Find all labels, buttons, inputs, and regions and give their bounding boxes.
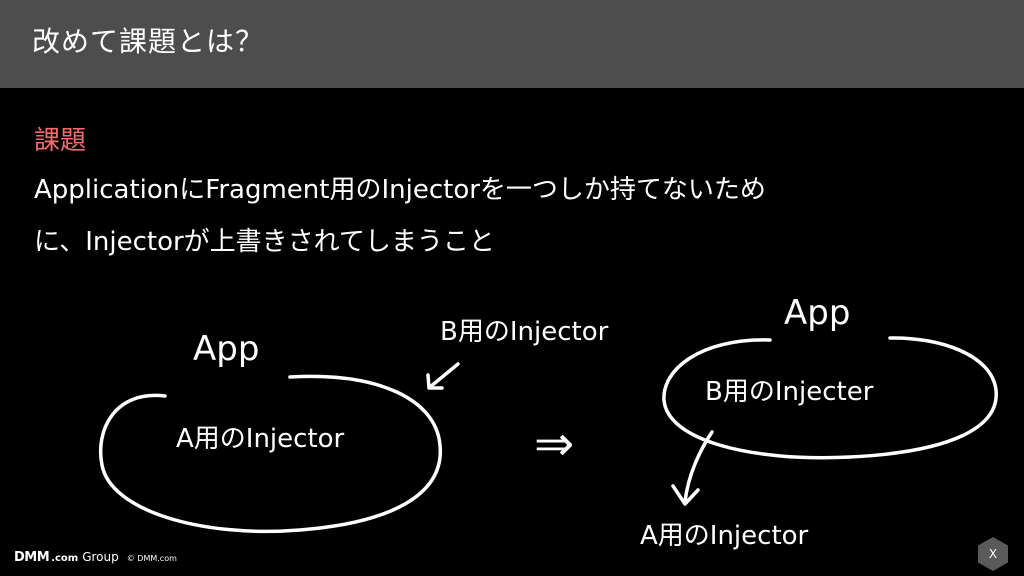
incoming-arrow-shaft [428,362,460,389]
outgoing-arrow-shaft [683,430,714,504]
body-line-1: ApplicationにFragment用のInjectorを一つしか持てないた… [34,175,766,205]
right-app-label: App [784,293,850,333]
page-badge: X [977,536,1009,572]
incoming-injector-label: B用のInjector [440,317,609,347]
transition-arrow: ⇒ [534,416,574,472]
outgoing-arrow-head [671,484,700,506]
handwritten-diagram: App A用のInjector B用のInjector ⇒ App B用のInj… [99,293,998,551]
section-heading: 課題 [34,126,87,156]
page-number: X [988,547,998,561]
dmm-group-logo: DMM .com Group © DMM.com [14,550,177,566]
hexagon-icon [978,537,1008,571]
left-inner-label: A用のInjector [176,424,345,454]
incoming-arrow-head [426,373,444,390]
logo-group-text: Group [82,550,119,564]
logo-dmm-text: DMM [14,550,50,565]
logo-com-text: .com [51,553,79,564]
slide-title: 改めて課題とは？ [32,25,265,58]
body-line-2: に、Injectorが上書きされてしまうこと [34,227,495,257]
right-app-boundary [662,336,998,460]
right-inner-label: B用のInjecter [705,377,874,407]
copyright-text: © DMM.com [126,554,177,563]
outgoing-injector-label: A用のInjector [640,521,809,551]
left-app-boundary [99,374,442,534]
slide-content: 課題 ApplicationにFragment用のInjectorを一つしか持て… [34,118,994,268]
left-app-label: App [193,329,259,369]
title-bar: 改めて課題とは？ [0,0,1024,88]
